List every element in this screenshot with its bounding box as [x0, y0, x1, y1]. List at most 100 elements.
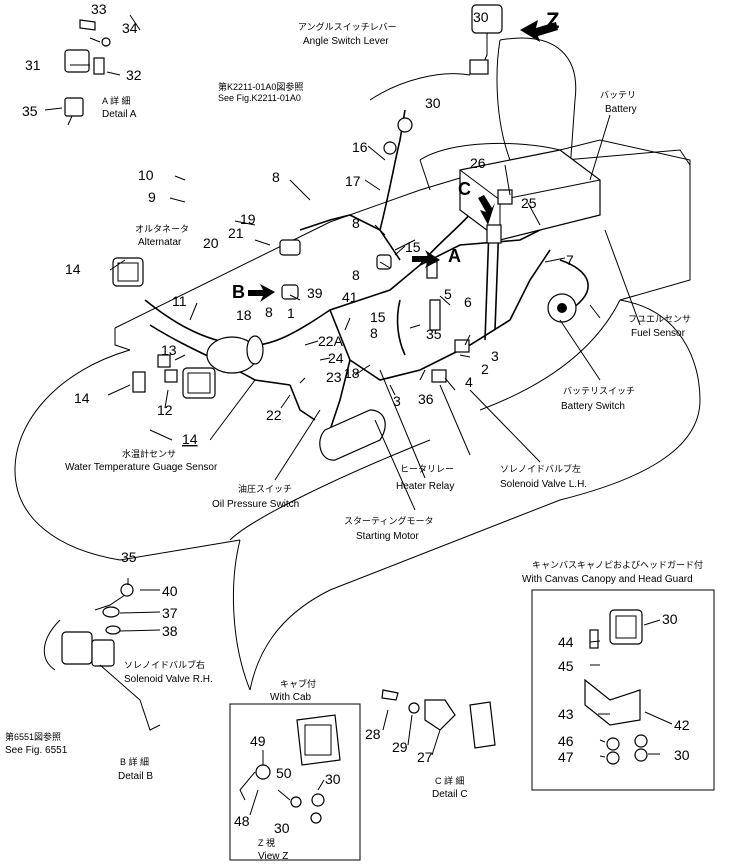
oil-pressure-label-ja: 油圧スイッチ — [238, 483, 292, 494]
callout-30-canopy-nut: 30 — [674, 747, 690, 763]
callout-30-cab-nut: 30 — [274, 820, 290, 836]
callout-5: 5 — [444, 286, 452, 302]
callout-33: 33 — [91, 1, 107, 17]
callout-28: 28 — [365, 726, 381, 742]
leader-lines — [44, 14, 673, 816]
callout-23: 23 — [326, 369, 342, 385]
callout-48: 48 — [234, 813, 250, 829]
callout-6: 6 — [464, 294, 472, 310]
callout-8-bottom: 8 — [370, 325, 378, 341]
with-cab-label: With Cab — [270, 692, 312, 703]
solenoid-rh-label-ja: ソレノイドバルブ右 — [124, 659, 205, 670]
detail-a-label: Detail A — [102, 109, 137, 120]
callout-26: 26 — [470, 155, 486, 171]
fuel-sensor-label: Fuel Sensor — [631, 328, 686, 339]
canopy-label: With Canvas Canopy and Head Guard — [522, 574, 693, 585]
callout-46: 46 — [558, 733, 574, 749]
detail-c-label-ja: C 詳 細 — [435, 775, 465, 786]
callout-35-main: 35 — [426, 326, 442, 342]
callout-49: 49 — [250, 733, 266, 749]
arrow-a-icon — [412, 250, 440, 268]
callout-13: 13 — [161, 342, 177, 358]
battery-label-ja: バッテリ — [600, 90, 636, 100]
callout-9: 9 — [148, 189, 156, 205]
callout-16: 16 — [352, 139, 368, 155]
callout-18-left: 18 — [236, 307, 252, 323]
callout-15-lower: 15 — [370, 309, 386, 325]
callout-19: 19 — [240, 211, 256, 227]
callout-10: 10 — [138, 167, 154, 183]
callout-31: 31 — [25, 57, 41, 73]
oil-pressure-label: Oil Pressure Switch — [212, 499, 299, 510]
callout-50: 50 — [276, 765, 292, 781]
see-fig-6551-label: See Fig. 6551 — [5, 745, 68, 756]
detail-b-label: Detail B — [118, 771, 153, 782]
text-labels: アングルスイッチレバー Angle Switch Lever バッテリ Batt… — [5, 21, 703, 862]
callout-20: 20 — [203, 235, 219, 251]
callout-47: 47 — [558, 749, 574, 765]
alternator — [206, 335, 264, 374]
connectors — [132, 117, 513, 393]
callout-30-top: 30 — [473, 9, 489, 25]
battery-switch — [547, 293, 577, 323]
work-lamp-lower — [182, 367, 216, 399]
work-lamp-left — [112, 257, 144, 287]
callout-39: 39 — [307, 285, 323, 301]
callout-22: 22 — [266, 407, 282, 423]
operator-seat — [369, 37, 691, 191]
callout-17: 17 — [345, 173, 361, 189]
callout-21: 21 — [228, 225, 244, 241]
angle-switch-label: Angle Switch Lever — [303, 36, 389, 47]
callout-18-right: 18 — [344, 365, 360, 381]
callout-3-right: 3 — [491, 348, 499, 364]
callout-14-lower: 14 — [182, 431, 198, 447]
callout-15-upper: 15 — [405, 239, 421, 255]
callout-40: 40 — [162, 583, 178, 599]
heater-relay-label-ja: ヒータリレー — [400, 464, 454, 474]
detail-b-parts — [43, 583, 161, 731]
arrow-letter-b: B — [232, 282, 245, 302]
solenoid-rh-label: Solenoid Valve R.H. — [124, 674, 213, 685]
see-fig-label-ja: 第K2211-01A0図参照 — [218, 81, 303, 92]
alternator-label: Alternatar — [138, 237, 182, 248]
heater-relay-label: Heater Relay — [396, 481, 454, 492]
angle-switch-label-ja: アングルスイッチレバー — [298, 21, 397, 32]
callout-8-mid: 8 — [352, 215, 360, 231]
view-z-label: View Z — [258, 851, 288, 862]
callout-34: 34 — [122, 20, 138, 36]
callout-8-top: 8 — [272, 169, 280, 185]
detail-c-parts — [381, 689, 496, 749]
callout-12: 12 — [157, 402, 173, 418]
arrow-letter-a: A — [448, 246, 461, 266]
water-temp-label: Water Temperature Guage Sensor — [65, 462, 218, 473]
callout-25: 25 — [521, 195, 537, 211]
callout-44: 44 — [558, 634, 574, 650]
detail-b-label-ja: B 詳 細 — [120, 756, 149, 767]
callout-2: 2 — [481, 361, 489, 377]
battery-switch-label-ja: バッテリスイッチ — [563, 386, 635, 396]
callout-8-right: 8 — [352, 267, 360, 283]
see-fig-6551-label-ja: 第6551図参照 — [5, 731, 61, 742]
callout-24: 24 — [328, 350, 344, 366]
callout-1: 1 — [287, 305, 295, 321]
arrow-b-icon — [248, 284, 275, 302]
callout-22a: 22A — [318, 333, 344, 349]
callout-27: 27 — [417, 749, 433, 765]
callout-11: 11 — [172, 293, 187, 309]
callout-30-cab-lamp: 30 — [325, 771, 341, 787]
arrow-c-icon — [478, 195, 495, 225]
callout-14-mid: 14 — [74, 390, 90, 406]
callout-4: 4 — [465, 374, 473, 390]
starting-motor-label-ja: スターティングモータ — [344, 515, 433, 526]
callout-32: 32 — [126, 67, 142, 83]
callout-42: 42 — [674, 717, 690, 733]
callout-43: 43 — [558, 706, 574, 722]
starting-motor-label: Starting Motor — [356, 531, 419, 542]
view-z-label-ja: Z 視 — [258, 837, 275, 848]
callout-38: 38 — [162, 623, 178, 639]
alternator-label-ja: オルタネータ — [135, 224, 189, 234]
callout-14-left: 14 — [65, 261, 81, 277]
view-z-arrow-icon — [520, 20, 558, 42]
solenoid-lh-label: Solenoid Valve L.H. — [500, 479, 587, 490]
